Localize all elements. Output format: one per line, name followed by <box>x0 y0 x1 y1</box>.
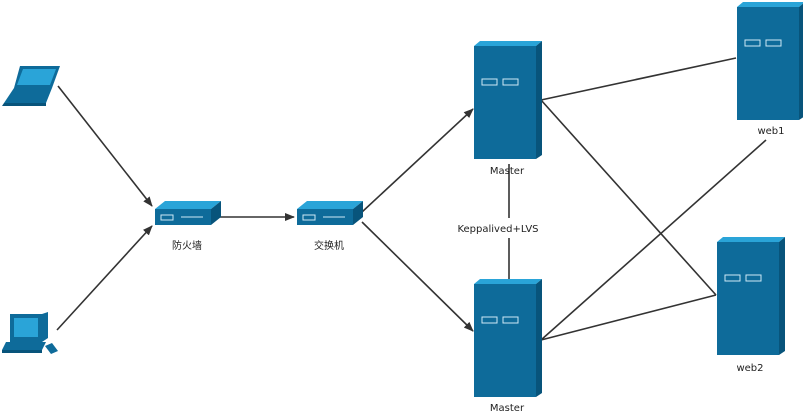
connectors <box>56 57 767 341</box>
web1-label: web1 <box>757 126 784 137</box>
link-switch-master-top <box>361 108 474 213</box>
laptop-icon <box>2 66 60 106</box>
keepalived-lvs-label: Keppalived+LVS <box>457 224 538 235</box>
link-master-bottom-web2 <box>540 294 717 341</box>
master-bottom-server-icon <box>473 278 543 398</box>
web2-label: web2 <box>736 363 763 374</box>
link-laptop-firewall <box>57 85 153 207</box>
desktop-computer-icon <box>2 312 58 354</box>
switch-label: 交换机 <box>314 239 344 252</box>
master-top-server-icon <box>473 40 543 160</box>
switch-icon <box>296 200 364 226</box>
link-master-bottom-web1 <box>540 139 767 341</box>
web1-server-icon <box>736 1 803 121</box>
link-master-top-web2 <box>540 99 717 296</box>
link-switch-master-bottom <box>361 221 474 332</box>
firewall-label: 防火墙 <box>172 239 202 252</box>
master-top-label: Master <box>490 166 525 177</box>
link-master-top-web1 <box>540 57 737 101</box>
web2-server-icon <box>716 236 786 356</box>
master-bottom-label: Master <box>490 403 525 414</box>
firewall-icon <box>154 200 222 226</box>
link-desktop-firewall <box>56 225 153 331</box>
